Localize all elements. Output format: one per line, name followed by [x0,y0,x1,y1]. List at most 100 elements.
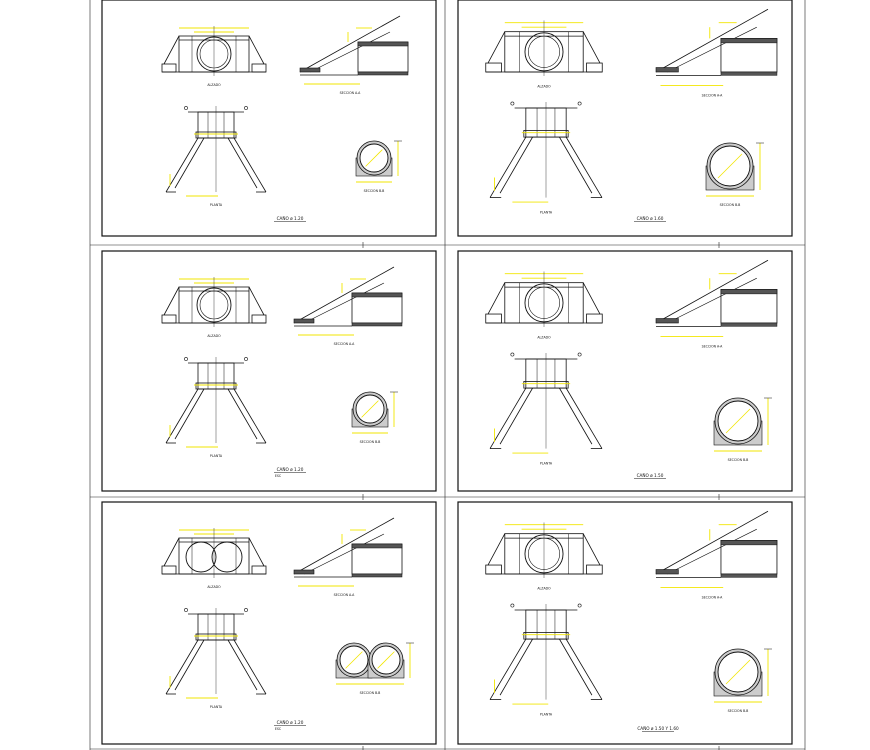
plan-label: PLANTA [210,454,223,458]
section-bed [351,322,403,327]
wingwall-left-edge [487,533,506,566]
slope-line-inner [667,277,757,324]
plan-view: PLANTA [165,608,267,709]
wingwall-left-edge [163,286,180,316]
section-bed [720,71,778,76]
elevation-label: ALZADO [207,585,221,589]
section-apron [655,318,679,324]
section-aa-view: SECCION A-A [655,8,778,98]
section-marker-a2 [577,101,582,106]
section-bed [720,573,778,578]
section-aa-label: SECCION A-A [334,342,356,346]
section-marker-a [184,608,188,612]
section-aa-label: SECCION A-A [340,91,362,95]
section-apron [293,569,315,575]
section-marker-a2 [577,352,582,357]
slope-line [293,266,395,324]
section-marker-a2 [577,603,582,608]
scale-caption: CAÑO ø 1.20 [277,467,304,472]
plan-wing-left-outer [489,638,527,700]
slope-line [299,15,401,73]
plan-wing-right-outer [565,136,603,198]
section-top-fill [351,292,403,298]
wingwall-right-edge [582,282,601,315]
scale-caption: CAÑO ø 1.50 [637,473,664,478]
plan-wing-right-inner [227,137,258,189]
pipe-diameter-line [365,149,383,167]
plan-wing-left-inner [174,137,205,189]
section-marker-a2 [244,357,248,361]
wingwall-right-edge [248,35,265,65]
section-bb-view: SECCION B-B [713,648,772,713]
plan-wing-left-inner [499,136,533,194]
section-apron [293,318,315,324]
elevation-label: ALZADO [207,334,221,338]
section-apron [299,67,321,73]
plan-wing-right-outer [233,388,267,444]
slope-line-inner [667,26,757,73]
wingwall-left-edge [163,35,180,65]
section-bb-label: SECCION B-B [728,709,749,713]
caption-group: CAÑO ø 1.50 Y 1.60 [637,726,679,732]
plan-view: PLANTA [165,357,267,458]
elevation-label: ALZADO [207,83,221,87]
section-aa-view: SECCION A-A [293,266,403,346]
slope-line [655,510,769,575]
section-aa-label: SECCION A-A [702,94,724,98]
wingwall-right-edge [248,286,265,316]
section-apron [655,569,679,575]
section-aa-label: SECCION A-A [702,596,724,600]
wingwall-left-edge [487,282,506,315]
caption-sub: ESC [275,727,282,731]
plan-label: PLANTA [210,203,223,207]
plan-wing-right-inner [227,639,258,691]
plan-wing-left-outer [165,639,199,695]
section-top-fill [357,41,409,47]
plan-wing-left-inner [174,639,205,691]
wingwall-left-edge [487,31,506,64]
slope-line-inner [303,282,385,324]
footing-right [251,314,267,324]
plan-wing-right-outer [233,137,267,193]
footing-left [161,565,177,575]
section-bb-label: SECCION B-B [360,440,381,444]
slope-line-inner [667,528,757,575]
section-bb-view: SECCION B-B [335,642,414,695]
pipe-diameter-line [377,651,395,669]
caption-group: CAÑO ø 1.60 [634,216,666,222]
elevation-view: ALZADO [485,271,603,340]
wingwall-right-edge [582,533,601,566]
slope-line-inner [303,533,385,575]
panel-frame [457,0,793,237]
plan-wing-left-inner [174,388,205,440]
slope-line [293,517,395,575]
pipe-diameter-line [361,400,379,418]
plan-label: PLANTA [540,210,553,214]
slope-line-inner [309,31,391,73]
wingwall-right-edge [248,537,265,567]
footing-right [251,565,267,575]
slope-line [655,8,769,73]
section-marker-a [510,101,515,106]
plan-wing-left-inner [499,387,533,445]
section-bb-label: SECCION B-B [728,458,749,462]
panel-frame [457,250,793,492]
panel-frame [457,501,793,745]
section-marker-a [184,357,188,361]
plan-view: PLANTA [489,352,603,465]
section-bb-view: SECCION B-B [355,140,402,193]
section-marker-a [510,352,515,357]
slope-line [655,259,769,324]
footing-right [586,564,603,575]
plan-wing-right-outer [565,638,603,700]
elevation-label: ALZADO [537,85,551,89]
panel-frame [101,501,437,745]
section-aa-label: SECCION A-A [702,345,724,349]
section-aa-view: SECCION A-A [655,259,778,349]
footing-right [586,62,603,73]
section-bb-label: SECCION B-B [360,691,381,695]
